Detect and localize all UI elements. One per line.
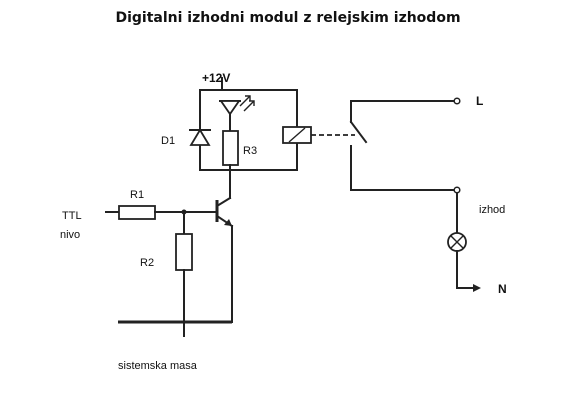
diagram-title: Digitalni izhodni modul z relejskim izho… [115,10,461,26]
label-nivo: nivo [60,229,80,241]
diode-d1-triangle [189,128,211,146]
terminal-l [453,97,461,105]
label-supply: +12V [202,71,230,85]
label-ground: sistemska masa [118,360,198,372]
led-triangle [219,100,241,116]
resistor-r3 [222,130,239,166]
led-arrow-1 [239,95,251,107]
resistor-r2 [175,233,193,271]
terminal-izhod [453,186,461,194]
label-izhod: izhod [479,204,505,216]
emitter-arrow [224,219,232,226]
led-arrow-2 [243,100,255,112]
label-l: L [476,94,483,108]
n-arrow [473,284,481,292]
diode-d1 [189,128,211,146]
label-r2: R2 [140,257,154,269]
label-r1: R1 [130,189,144,201]
led-arrowhead-1 [245,95,251,101]
relay-coil-slash [288,127,306,143]
label-n: N [498,282,507,296]
resistor-r1 [118,205,156,220]
label-d1: D1 [161,135,175,147]
label-ttl: TTL [62,210,82,222]
lamp-icon [447,232,467,252]
led-arrowhead-2 [249,100,255,106]
transistor-collector [215,196,232,208]
label-r3: R3 [243,145,257,157]
relay-switch-blade [349,120,368,144]
led-indicator [219,95,255,116]
